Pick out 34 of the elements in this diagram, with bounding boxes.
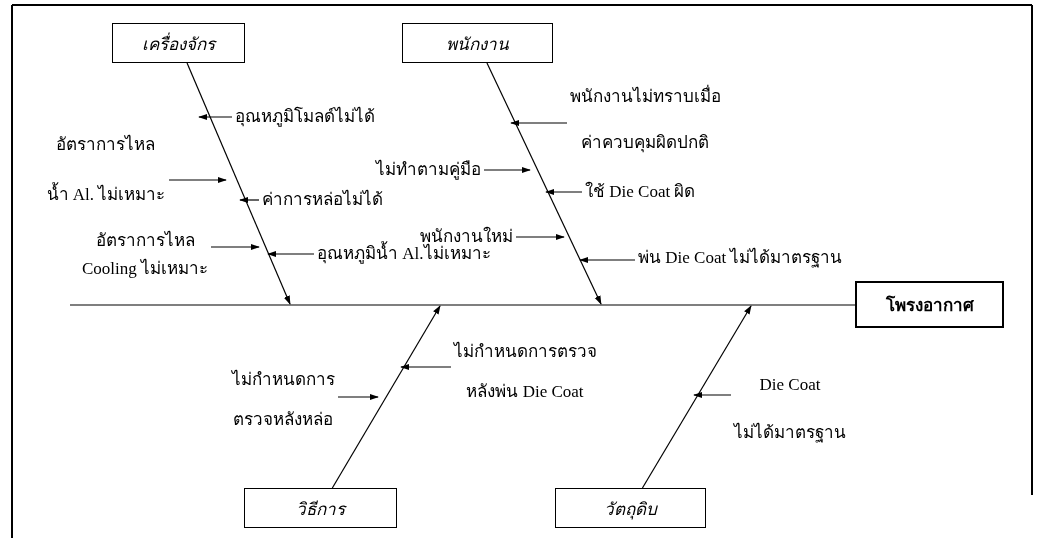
arrow bbox=[239, 196, 260, 204]
cause-label: ไม่กำหนดการ ตรวจหลังหล่อ bbox=[231, 360, 335, 440]
cause-label: ใช้ Die Coat ผิด bbox=[585, 180, 696, 204]
cause-label: พ่น Die Coat ไม่ได้มาตรฐาน bbox=[638, 246, 843, 270]
cause-label: อุณหภูมิโมลด์ไม่ได้ bbox=[235, 105, 375, 129]
spine-line bbox=[69, 304, 856, 306]
cause-label: พนักงานไม่ทราบเมื่อ ค่าควบคุมผิดปกติ bbox=[569, 74, 721, 166]
arrow bbox=[400, 363, 452, 371]
cause-label: Die Coat ไม่ได้มาตรฐาน bbox=[734, 361, 846, 457]
arrow bbox=[693, 391, 732, 399]
category-box: พนักงาน bbox=[402, 23, 553, 63]
arrow bbox=[337, 393, 379, 401]
bone-arrow bbox=[486, 62, 602, 305]
category-box: วิธีการ bbox=[244, 488, 397, 528]
category-box: วัตถุดิบ bbox=[555, 488, 706, 528]
arrow bbox=[579, 256, 636, 264]
cause-label: ค่าการหล่อไม่ได้ bbox=[261, 188, 383, 212]
bone-arrow bbox=[641, 305, 752, 489]
category-box: เครื่องจักร bbox=[112, 23, 245, 63]
arrow bbox=[267, 250, 315, 258]
arrow bbox=[483, 166, 531, 174]
arrow bbox=[198, 113, 233, 121]
arrow bbox=[210, 243, 260, 251]
bone-arrow bbox=[331, 305, 441, 489]
arrow bbox=[515, 233, 565, 241]
cause-label: ไม่ทำตามคู่มือ bbox=[375, 158, 481, 182]
cause-label: อัตราการไหล น้ำ Al. ไม่เหมาะ bbox=[46, 120, 166, 220]
cause-label: ไม่กำหนดการตรวจ หลังพ่น Die Coat bbox=[453, 332, 597, 412]
bone-arrow bbox=[186, 62, 291, 305]
cause-label: อัตราการไหล Cooling ไม่เหมาะ bbox=[82, 227, 209, 283]
effect-box: โพรงอากาศ bbox=[855, 281, 1004, 328]
arrow bbox=[545, 188, 583, 196]
arrow bbox=[510, 119, 568, 127]
arrow bbox=[168, 176, 227, 184]
